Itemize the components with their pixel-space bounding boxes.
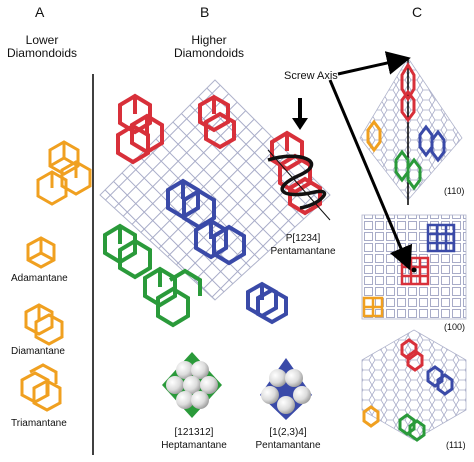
screw-axis-arrows [328,51,413,271]
heptamantane-label: [121312] Heptamantane [158,426,230,452]
pentamantane-label: [1(2,3)4] Pentamantane [252,426,324,452]
lower-title-line1: Lower [25,33,59,47]
penta2-line2: Pentamantane [255,440,321,451]
face-111-label: (111) [446,440,466,450]
hepta-line2: Heptamantane [161,440,227,451]
panel-100 [361,214,467,320]
red-cage-cluster-right [198,94,236,150]
heptamantane-space-filling [162,352,222,418]
p1234-pentamantane-label: P[1234] Pentamantane [268,232,338,258]
lower-diamondoids-title: Lower Diamondoids [2,34,82,60]
higher-title-line1: Higher [191,33,227,47]
blue-cage-tetra [246,281,288,325]
p1234-line2: Pentamantane [270,246,336,257]
column-header-a: A [35,4,45,20]
adamantane-cage [26,236,56,269]
penta2-line1: [1(2,3)4] [269,427,307,438]
column-header-b: B [200,4,210,20]
face-100-label: (100) [444,322,466,332]
diamantane-label: Diamantane [11,346,65,357]
green-cage-cluster-lower [143,266,202,328]
lower-diamondoid-cluster [36,140,92,206]
column-header-c: C [412,4,423,20]
blue-cage-cluster-right [194,218,246,266]
panel-110 [359,57,463,205]
red-cage-cluster-main [116,93,164,165]
down-arrow [292,98,308,130]
blue-cage-cluster-lattice [166,178,216,230]
triamantane-label: Triamantane [11,418,67,429]
p1234-line1: P[1234] [285,233,321,244]
lower-title-line2: Diamondoids [6,46,78,60]
face-110-label: (110) [444,186,465,196]
panel-111 [361,329,467,442]
hepta-line1: [121312] [174,427,214,438]
adamantane-label: Adamantane [11,273,68,284]
screw-helix [267,154,327,210]
higher-diamondoids-title: Higher Diamondoids [164,34,254,60]
pentamantane-space-filling [260,358,312,420]
screw-axis-label: Screw Axis [284,70,338,82]
helix-axis-line [267,149,331,221]
diamantane-cage [24,303,64,346]
triamantane-cage [20,363,62,412]
higher-title-line2: Diamondoids [173,46,245,60]
green-cage-cluster-lattice [103,223,152,280]
